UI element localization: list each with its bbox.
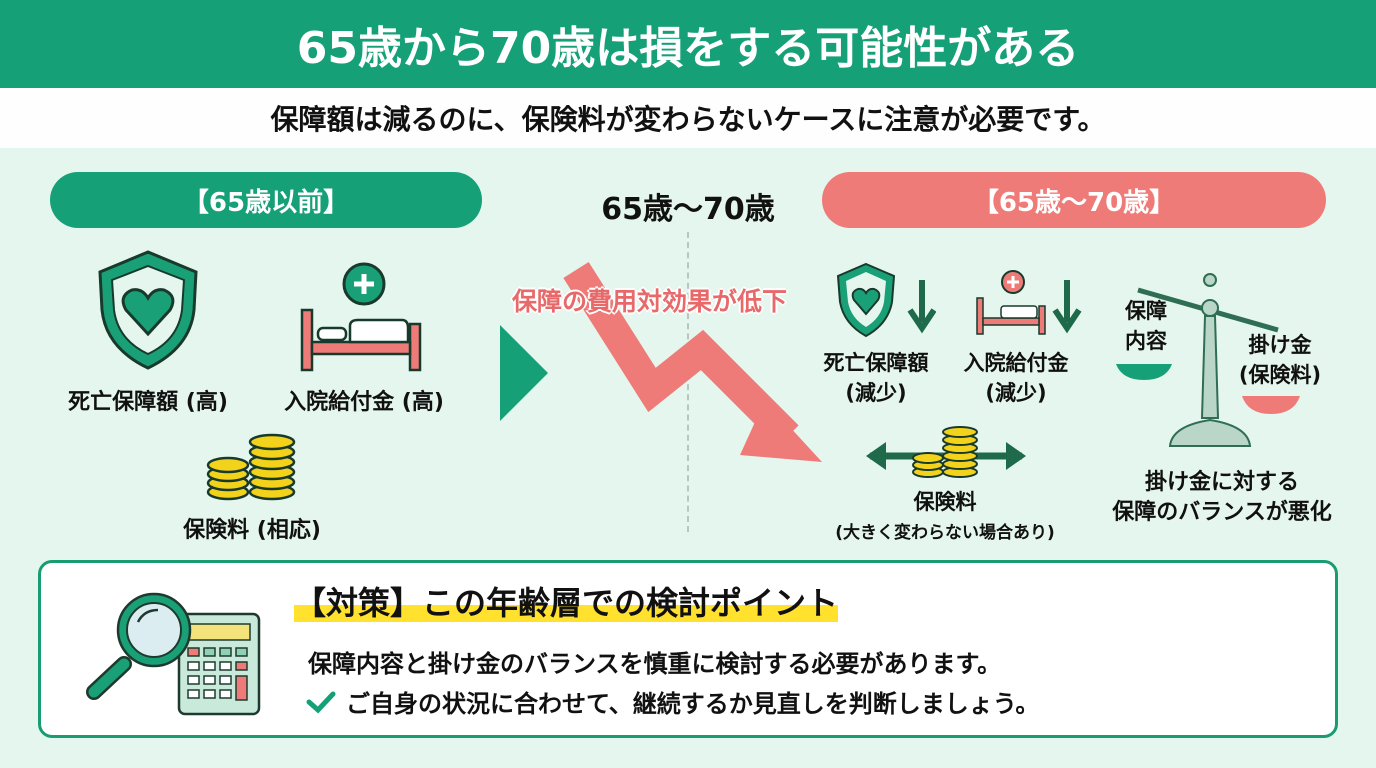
premium-label: 保険料 bbox=[913, 490, 977, 514]
shield-heart-icon bbox=[98, 250, 198, 370]
balance-worsens-caption: 掛け金に対する保障のバランスが悪化 bbox=[1112, 468, 1332, 528]
coverage-line1: 保障 bbox=[1125, 299, 1167, 323]
premium-note-label: (大きく変わらない場合あり) bbox=[835, 523, 1055, 543]
magnifier-calculator-icon bbox=[86, 592, 261, 716]
death-benefit-line1: 死亡保障額 bbox=[823, 351, 929, 375]
advice-line2: ご自身の状況に合わせて、継続するか見直しを判断しましょう。 bbox=[346, 690, 1040, 718]
divider-line bbox=[687, 232, 689, 532]
coins-unchanged-icon bbox=[866, 426, 1026, 478]
before-65-pill: 【65歳以前】 bbox=[50, 172, 482, 228]
death-benefit-line2: (減少) bbox=[845, 381, 907, 405]
age-65-70-pill: 【65歳〜70歳】 bbox=[822, 172, 1326, 228]
death-benefit-decrease-label: 死亡保障額 (減少) bbox=[824, 348, 929, 408]
cost-effectiveness-decline-text: 保障の費用対効果が低下 bbox=[512, 287, 788, 316]
coins-icon bbox=[206, 433, 296, 501]
age-range-label: 65歳〜70歳 bbox=[601, 192, 775, 227]
advice-heading: 【対策】この年齢層での検討ポイント bbox=[294, 578, 839, 624]
shield-heart-down-icon bbox=[836, 262, 936, 338]
advice-line1: 保障内容と掛け金のバランスを慎重に検討する必要があります。 bbox=[308, 650, 1002, 678]
check-icon bbox=[306, 691, 336, 714]
premium-weight-label: 掛け金 (保険料) bbox=[1239, 330, 1321, 390]
hospital-benefit-line1: 入院給付金 bbox=[963, 351, 1069, 375]
premium-weight-line1: 掛け金 bbox=[1248, 333, 1312, 357]
advice-heading-text: 【対策】この年齢層での検討ポイント bbox=[294, 584, 839, 622]
triangle-arrow-icon bbox=[500, 325, 548, 421]
caption-line2: 保障のバランスが悪化 bbox=[1112, 500, 1332, 525]
coverage-label: 保障内容 bbox=[1125, 296, 1167, 356]
death-benefit-high-label: 死亡保障額 (高) bbox=[68, 390, 228, 415]
coverage-line2: 内容 bbox=[1125, 329, 1167, 353]
declining-arrow-icon bbox=[563, 261, 822, 462]
hospital-bed-down-icon bbox=[976, 270, 1082, 335]
page-title: 65歳から70歳は損をする可能性がある bbox=[0, 0, 1376, 88]
balance-scale-icon bbox=[1116, 273, 1300, 447]
premium-appropriate-label: 保険料 (相応) bbox=[183, 518, 321, 543]
premium-weight-line2: (保険料) bbox=[1238, 363, 1322, 387]
hospital-benefit-decrease-label: 入院給付金 (減少) bbox=[964, 348, 1069, 408]
hospital-benefit-high-label: 入院給付金 (高) bbox=[284, 390, 444, 415]
hospital-benefit-line2: (減少) bbox=[985, 381, 1047, 405]
hospital-bed-icon bbox=[300, 262, 422, 372]
caption-line1: 掛け金に対する bbox=[1144, 470, 1299, 495]
page-subtitle: 保障額は減るのに、保険料が変わらないケースに注意が必要です。 bbox=[0, 88, 1376, 148]
